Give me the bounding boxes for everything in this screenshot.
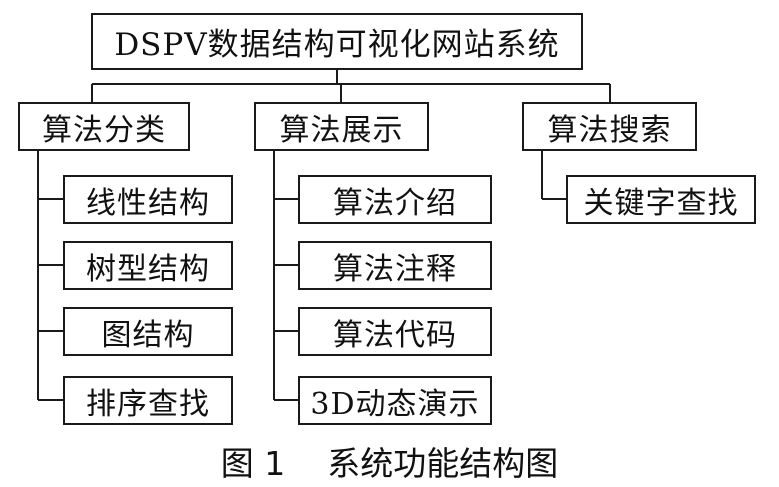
- leaf-node-keyword-search: 关键字查找: [566, 175, 756, 224]
- leaf-node-graph: 图结构: [63, 307, 233, 356]
- leaf-node-code: 算法代码: [298, 307, 492, 356]
- leaf-node-intro: 算法介绍: [298, 175, 492, 224]
- leaf-node-comments: 算法注释: [298, 241, 492, 290]
- leaf-node-3d-demo: 3D动态演示: [298, 376, 492, 425]
- figure-title: 系统功能结构图: [327, 444, 559, 483]
- category-node-search: 算法搜索: [522, 102, 697, 151]
- leaf-node-sort-search: 排序查找: [63, 376, 233, 425]
- leaf-node-linear: 线性结构: [63, 175, 233, 224]
- figure-number: 图 1: [220, 444, 286, 483]
- leaf-node-tree: 树型结构: [63, 241, 233, 290]
- category-node-classification: 算法分类: [18, 102, 190, 151]
- root-node: DSPV数据结构可视化网站系统: [91, 13, 583, 70]
- category-node-display: 算法展示: [254, 102, 429, 151]
- figure-caption: 图 1 系统功能结构图: [0, 437, 779, 485]
